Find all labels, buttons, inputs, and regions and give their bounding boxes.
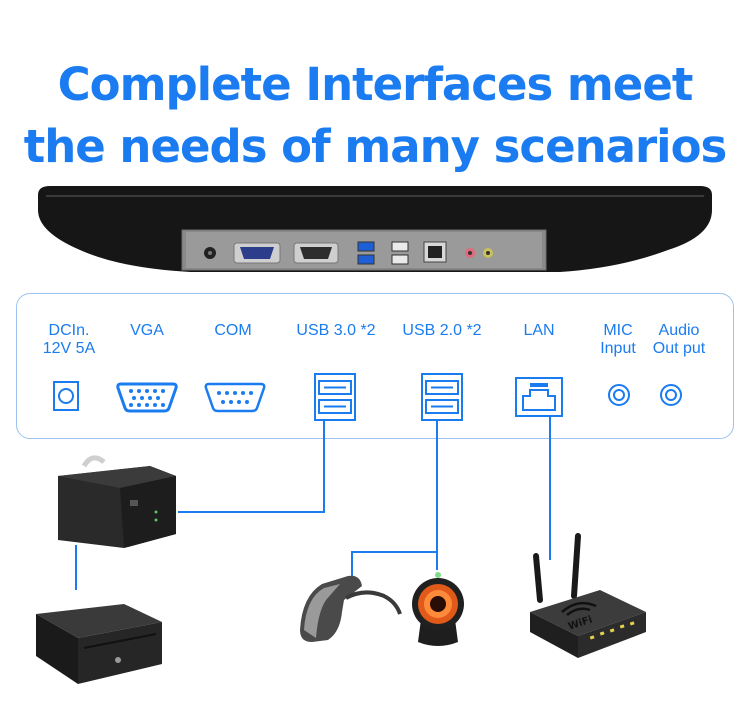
receipt-printer [58, 455, 176, 548]
port-label-audio: Audio Out put [644, 322, 714, 358]
port-label-dc-line1: DCIn. [48, 322, 90, 339]
lan-port-icon [515, 377, 563, 417]
port-label-usb3: USB 3.0 *2 [296, 322, 376, 339]
dc-jack-icon [53, 381, 79, 411]
mic-jack-icon [608, 384, 630, 406]
wifi-icon [561, 601, 597, 616]
usb2-port-icon [421, 373, 463, 421]
port-label-vga: VGA [130, 322, 164, 339]
port-label-lan: LAN [523, 322, 555, 339]
com-port-icon [204, 382, 266, 413]
port-label-com: COM [214, 322, 252, 339]
port-label-audio-line2: Out put [652, 340, 706, 357]
connector-lines [75, 416, 551, 590]
usb3-port-icon [314, 373, 356, 421]
headline-line-2: the needs of many scenarios [23, 120, 728, 173]
headline-line-1: Complete Interfaces meet [57, 58, 694, 111]
port-label-mic-line1: MIC [603, 322, 633, 339]
port-label-audio-line1: Audio [658, 322, 700, 339]
port-label-dc-line2: 12V 5A [42, 340, 96, 357]
wifi-router [530, 533, 646, 658]
interface-panel [16, 293, 734, 439]
monitor-bottom-edge [38, 186, 712, 272]
port-label-mic: MIC Input [586, 322, 650, 358]
handheld-barcode-scanner [300, 575, 402, 642]
port-label-usb2: USB 2.0 *2 [402, 322, 482, 339]
port-label-dc: DCIn. 12V 5A [34, 322, 104, 358]
omnidirectional-scanner [412, 572, 464, 646]
port-label-mic-line2: Input [600, 340, 636, 357]
cash-drawer [36, 604, 162, 684]
vga-port-icon [116, 382, 178, 413]
audio-jack-icon [660, 384, 682, 406]
